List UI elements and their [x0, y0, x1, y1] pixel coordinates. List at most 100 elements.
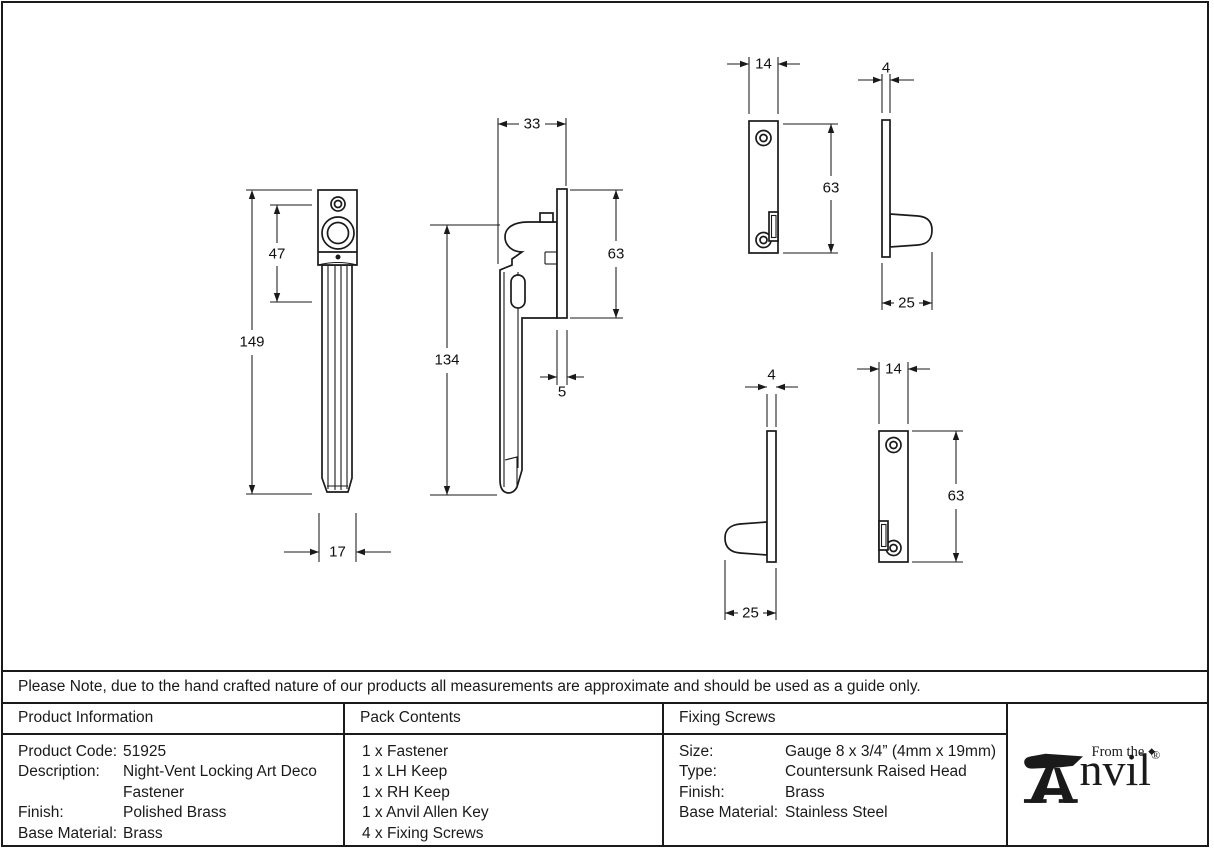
row-value: Brass	[785, 783, 825, 801]
dimension-arrow	[498, 120, 507, 128]
side-handle-tip-facet	[504, 456, 518, 487]
pack-item: 1 x Anvil Allen Key	[362, 804, 489, 822]
dimension-arrow	[873, 76, 882, 84]
row-label: Finish:	[679, 783, 725, 801]
dimension-arrow	[567, 373, 576, 381]
dim-label-5: 5	[558, 384, 566, 401]
dimension-arrow	[890, 76, 899, 84]
dimension-arrow	[557, 120, 566, 128]
dimension-arrow	[273, 205, 281, 214]
row-label: Description:	[18, 763, 100, 781]
keep-side-tongue	[724, 521, 768, 556]
logo-from-the: From the◆	[1092, 744, 1156, 761]
row-value: Stainless Steel	[785, 804, 888, 822]
dimension-arrow	[248, 190, 256, 199]
pack-item: 1 x RH Keep	[362, 783, 450, 801]
row-label: Base Material:	[679, 804, 779, 822]
measurement-note: Please Note, due to the hand crafted nat…	[3, 670, 1207, 704]
dimension-arrow	[923, 299, 932, 307]
front-shoulder	[317, 261, 358, 266]
fixing-screws-column: Fixing Screws Size: Gauge 8 x 3/4” (4mm …	[664, 704, 1008, 845]
screw-type-row: Type: Countersunk Raised Head	[679, 762, 1000, 782]
keep-side-plate	[881, 119, 891, 258]
anvil-icon	[1023, 753, 1083, 803]
pack-contents-header: Pack Contents	[345, 704, 662, 735]
registered-mark: ®	[1151, 747, 1161, 762]
dimension-arrow	[443, 225, 451, 234]
pack-item: 1 x LH Keep	[362, 763, 448, 781]
row-value: Night-Vent Locking Art Deco Fastener	[123, 763, 317, 801]
dim-label-63: 63	[608, 246, 625, 263]
dimension-arrow	[827, 244, 835, 253]
dim-label-25: 25	[898, 295, 915, 312]
base-material-row: Base Material: Brass	[18, 824, 337, 844]
dim-label-4: 4	[767, 367, 775, 384]
dim-label-14: 14	[755, 56, 772, 73]
dimension-arrow	[443, 486, 451, 495]
dimension-arrow	[882, 299, 891, 307]
dim-label-149: 149	[239, 334, 264, 351]
row-label: Size:	[679, 743, 714, 760]
fastener-side-plate	[556, 188, 568, 319]
dim-label-17: 17	[329, 544, 346, 561]
dimension-arrow	[612, 190, 620, 199]
info-table: Product Information Product Code: 51925 …	[3, 704, 1207, 845]
logo-wordmark: nvil®	[1079, 743, 1161, 795]
keep-latch-slot-inner	[770, 214, 777, 239]
keep-screw-hole-inner	[889, 440, 898, 450]
pack-item: 1 x Fastener	[362, 743, 449, 760]
description-row: Description: Night-Vent Locking Art Deco…	[18, 762, 337, 803]
dimension-arrow	[870, 365, 879, 373]
keep-side-plate	[766, 430, 777, 563]
finish-row: Finish: Polished Brass	[18, 803, 337, 823]
row-value: Countersunk Raised Head	[785, 763, 967, 781]
dimension-arrow	[827, 124, 835, 133]
keep-side-tongue	[889, 213, 933, 248]
dimension-arrow	[612, 309, 620, 318]
side-oval-slot	[510, 274, 526, 309]
dimension-arrow	[758, 383, 767, 391]
logo-nvil-text: nvil	[1079, 743, 1152, 795]
dimension-arrow	[778, 60, 787, 68]
keep-screw-hole-inner	[759, 235, 768, 245]
fastener-side-body	[499, 221, 558, 494]
pack-contents-column: Pack Contents 1 x Fastener 1 x LH Keep 1…	[345, 704, 664, 845]
dimension-arrow	[908, 365, 917, 373]
product-code-row: Product Code: 51925	[18, 742, 337, 762]
dimension-arrow	[740, 60, 749, 68]
dimension-arrow	[248, 485, 256, 494]
row-label: Product Code:	[18, 743, 118, 760]
keep-screw-hole-inner	[759, 133, 768, 143]
logo-from-the-text: From the	[1091, 743, 1145, 760]
screw-finish-row: Finish: Brass	[679, 783, 1000, 803]
row-value: Gauge 8 x 3/4” (4mm x 19mm)	[785, 743, 997, 760]
dim-label-4: 4	[882, 60, 890, 77]
pack-item: 4 x Fixing Screws	[362, 824, 484, 842]
dimension-arrow	[952, 553, 960, 562]
anvil-logo: From the◆ nvil®	[1022, 744, 1194, 806]
dimension-arrow	[776, 383, 785, 391]
row-label: Finish:	[18, 804, 64, 822]
row-value: 51925	[123, 743, 167, 760]
row-label: Base Material:	[18, 824, 118, 842]
screw-size-row: Size: Gauge 8 x 3/4” (4mm x 19mm)	[679, 742, 1000, 762]
dim-label-33: 33	[524, 116, 541, 133]
screw-base-material-row: Base Material: Stainless Steel	[679, 803, 1000, 823]
dimension-arrow	[767, 609, 776, 617]
dimension-arrow	[548, 373, 557, 381]
dim-label-134: 134	[434, 352, 459, 369]
row-value: Brass	[123, 824, 163, 842]
dim-label-63: 63	[823, 180, 840, 197]
keep-screw-hole-inner	[889, 543, 898, 553]
dimension-arrow	[273, 293, 281, 302]
dim-label-14: 14	[885, 361, 902, 378]
product-information-header: Product Information	[3, 704, 343, 735]
dim-label-63: 63	[948, 488, 965, 505]
fixing-screws-header: Fixing Screws	[664, 704, 1006, 735]
dimension-arrow	[356, 548, 365, 556]
front-top-boss-hole	[333, 199, 343, 209]
side-top-tab	[539, 212, 554, 223]
